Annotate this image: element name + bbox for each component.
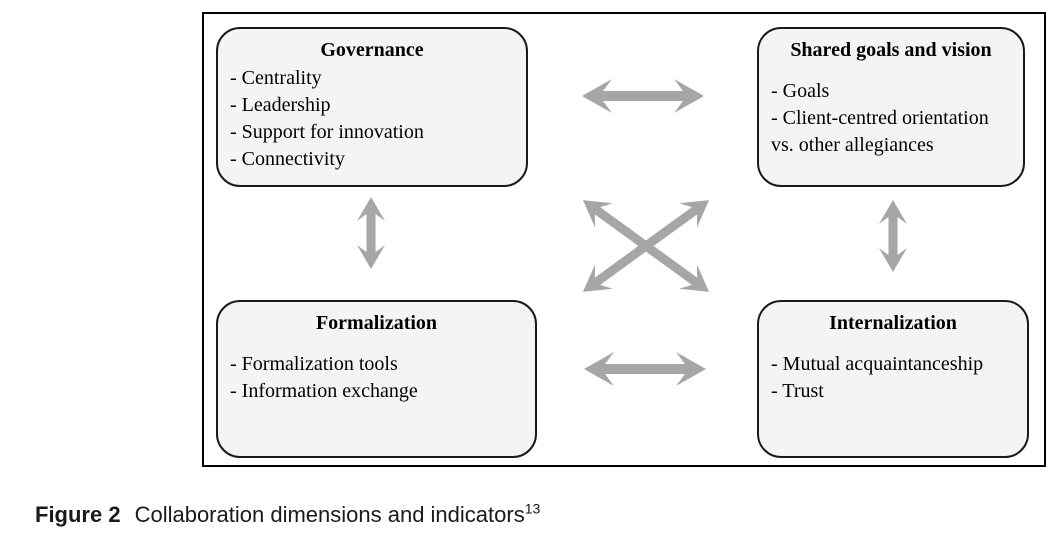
box-internalization: Internalization - Mutual acquaintanceshi… xyxy=(757,300,1029,458)
box-governance-title: Governance xyxy=(320,39,424,61)
box-formalization-title: Formalization xyxy=(315,312,438,334)
indicator-line: - Centrality xyxy=(230,67,322,89)
box-governance-indicators: - Centrality - Leadership - Support for … xyxy=(230,65,514,173)
indicator-line: - Mutual acquaintanceship xyxy=(771,353,984,375)
box-internalization-title: Internalization xyxy=(829,312,957,334)
figure-caption-text: Collaboration dimensions and indicators xyxy=(134,502,525,527)
indicator-line: - Trust xyxy=(771,380,824,402)
indicator-line: - Leadership xyxy=(230,94,331,116)
figure-caption-reference: 13 xyxy=(524,500,541,517)
box-shared-goals-title: Shared goals and vision xyxy=(790,39,992,61)
indicator-line: - Information exchange xyxy=(230,380,418,402)
figure-caption: Figure 2 Collaboration dimensions and ind… xyxy=(35,502,540,528)
box-shared-goals-and-vision: Shared goals and vision - Goals - Client… xyxy=(757,27,1025,187)
indicator-line: - Support for innovation xyxy=(230,121,424,143)
indicator-line: - Connectivity xyxy=(230,148,345,170)
box-formalization-indicators: - Formalization tools - Information exch… xyxy=(230,351,523,405)
figure-caption-label: Figure 2 xyxy=(35,502,121,527)
box-governance: Governance - Centrality - Leadership - S… xyxy=(216,27,528,187)
indicator-line: - Goals xyxy=(771,80,830,102)
box-shared-goals-indicators: - Goals - Client-centred orientation vs.… xyxy=(771,78,1011,159)
indicator-line: vs. other allegiances xyxy=(771,134,934,156)
indicator-line: - Formalization tools xyxy=(230,353,398,375)
indicator-line: - Client-centred orientation xyxy=(771,107,989,129)
box-formalization: Formalization - Formalization tools - In… xyxy=(216,300,537,458)
box-internalization-indicators: - Mutual acquaintanceship - Trust xyxy=(771,351,1015,405)
